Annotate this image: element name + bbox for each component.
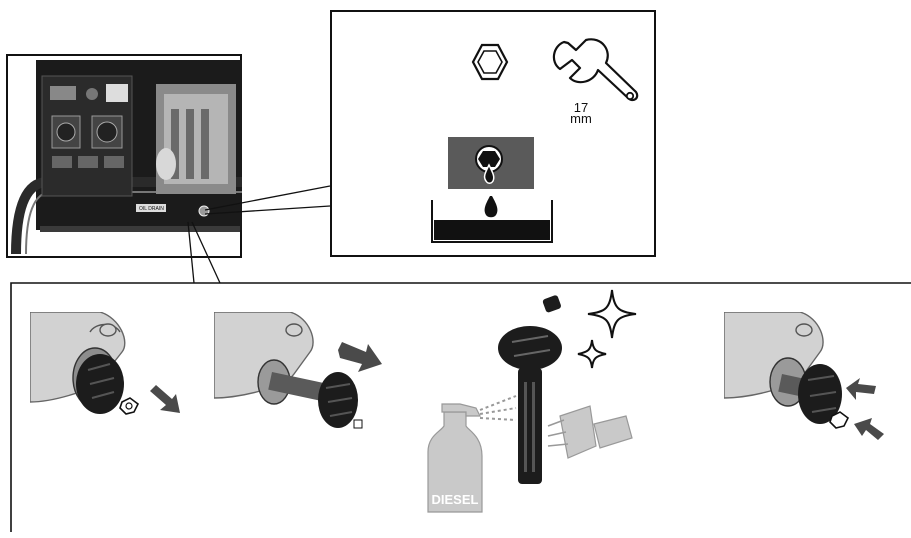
arrow-left-icon <box>844 376 878 402</box>
step-pull-out-filter <box>214 312 404 442</box>
arrow-left-icon <box>852 416 886 442</box>
arrow-right-icon <box>338 340 384 374</box>
step-clean-filter: DIESEL <box>420 286 650 516</box>
sparkle-icon <box>578 340 606 368</box>
sparkle-icon <box>588 290 636 338</box>
arrow-right-icon <box>148 385 184 415</box>
spray-bottle-label: DIESEL <box>432 492 479 507</box>
